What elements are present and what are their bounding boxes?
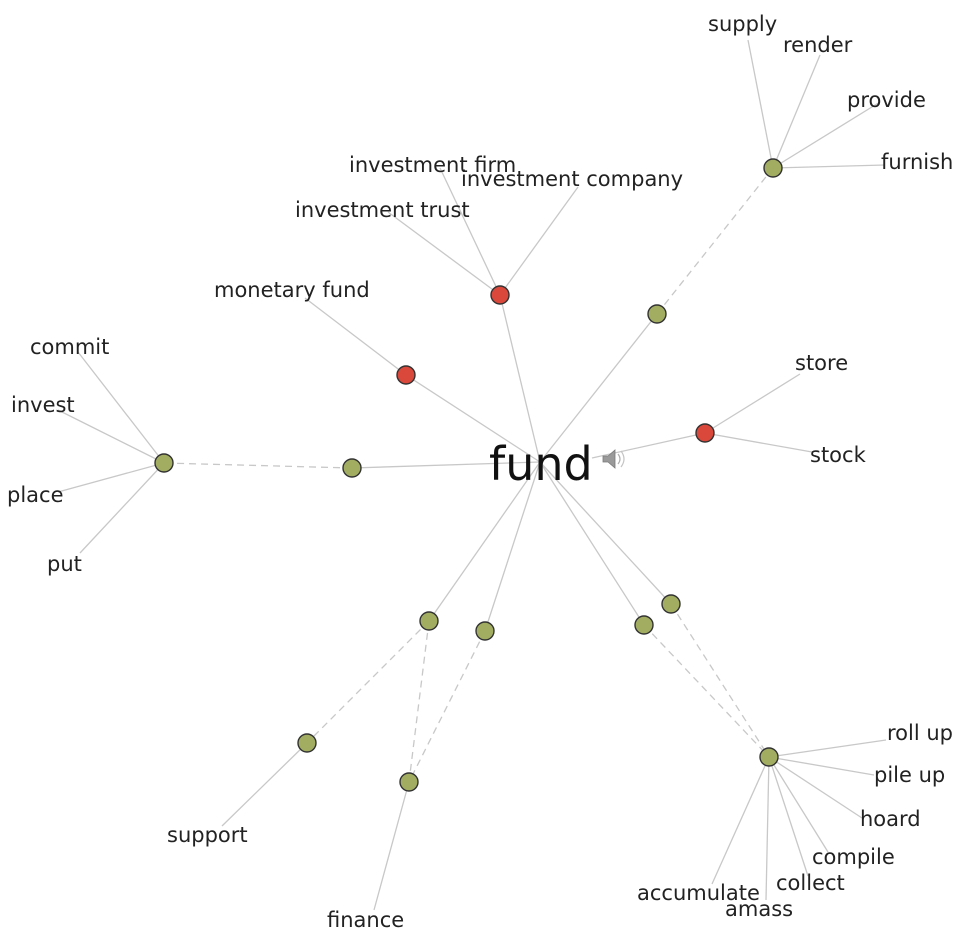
edge (405, 374, 541, 463)
label-place[interactable]: place (7, 483, 64, 507)
edge (711, 756, 770, 885)
label-finance[interactable]: finance (327, 908, 404, 932)
label-commit[interactable]: commit (30, 335, 109, 359)
edge (79, 462, 165, 554)
label-investment-firm[interactable]: investment firm (349, 153, 516, 177)
edge (747, 39, 774, 169)
label-investment-trust[interactable]: investment trust (295, 198, 470, 222)
edge (539, 461, 672, 605)
edge (484, 461, 541, 632)
edge (772, 54, 821, 169)
edge (704, 432, 813, 453)
synset-node[interactable] (759, 747, 779, 767)
edge (772, 164, 886, 169)
dashed-edge (163, 462, 353, 469)
label-furnish[interactable]: furnish (881, 150, 953, 174)
edge (539, 461, 645, 626)
label-compile[interactable]: compile (812, 845, 895, 869)
synset-node[interactable] (763, 158, 783, 178)
synset-node[interactable] (342, 458, 362, 478)
synset-node[interactable] (475, 621, 495, 641)
synset-node[interactable] (661, 594, 681, 614)
edge (768, 756, 809, 877)
noun-node[interactable] (396, 365, 416, 385)
edge (221, 742, 308, 827)
noun-node[interactable] (490, 285, 510, 305)
edge (591, 432, 706, 459)
label-render[interactable]: render (783, 33, 853, 57)
synset-node[interactable] (647, 304, 667, 324)
synset-node[interactable] (399, 772, 419, 792)
synset-node[interactable] (419, 611, 439, 631)
edge (765, 756, 770, 901)
edge (768, 756, 875, 776)
label-supply[interactable]: supply (708, 12, 777, 36)
label-store[interactable]: store (795, 351, 848, 375)
edge (57, 409, 165, 464)
edge (351, 461, 541, 469)
nodes (154, 158, 783, 792)
label-roll-up[interactable]: roll up (887, 721, 953, 745)
label-investment-company[interactable]: investment company (461, 167, 683, 191)
dashed-edge (408, 630, 486, 783)
dashed-edge (643, 624, 770, 758)
synset-node[interactable] (297, 733, 317, 753)
edge (428, 461, 541, 622)
edge (768, 739, 887, 758)
label-amass[interactable]: amass (725, 897, 793, 921)
label-provide[interactable]: provide (847, 88, 926, 112)
edge (499, 294, 541, 463)
label-support[interactable]: support (167, 823, 248, 847)
label-stock[interactable]: stock (810, 443, 867, 467)
edge (387, 211, 501, 296)
label-collect[interactable]: collect (776, 871, 845, 895)
label-monetary-fund[interactable]: monetary fund (214, 278, 370, 302)
speaker-icon[interactable] (602, 449, 625, 469)
edge (772, 101, 881, 169)
edge (539, 313, 658, 463)
label-hoard[interactable]: hoard (860, 807, 921, 831)
edge (704, 373, 801, 434)
edge (77, 351, 165, 464)
center-word: fund (489, 437, 593, 491)
label-accumulate[interactable]: accumulate (637, 881, 760, 905)
dashed-edge (670, 603, 770, 758)
noun-node[interactable] (695, 423, 715, 443)
edges (57, 39, 887, 911)
word-labels: supply render provide furnish investment… (7, 12, 953, 932)
edge (304, 297, 407, 376)
dashed-edges (163, 167, 774, 783)
edge (373, 781, 410, 911)
dashed-edge (306, 620, 430, 744)
label-invest[interactable]: invest (11, 393, 75, 417)
label-pile-up[interactable]: pile up (874, 763, 945, 787)
synset-node[interactable] (154, 453, 174, 473)
edge (768, 756, 863, 819)
edge (768, 756, 829, 853)
dashed-edge (408, 620, 430, 783)
synset-node[interactable] (634, 615, 654, 635)
edge (439, 167, 501, 296)
edge (499, 186, 579, 296)
label-put[interactable]: put (47, 552, 82, 576)
edge (57, 462, 165, 493)
